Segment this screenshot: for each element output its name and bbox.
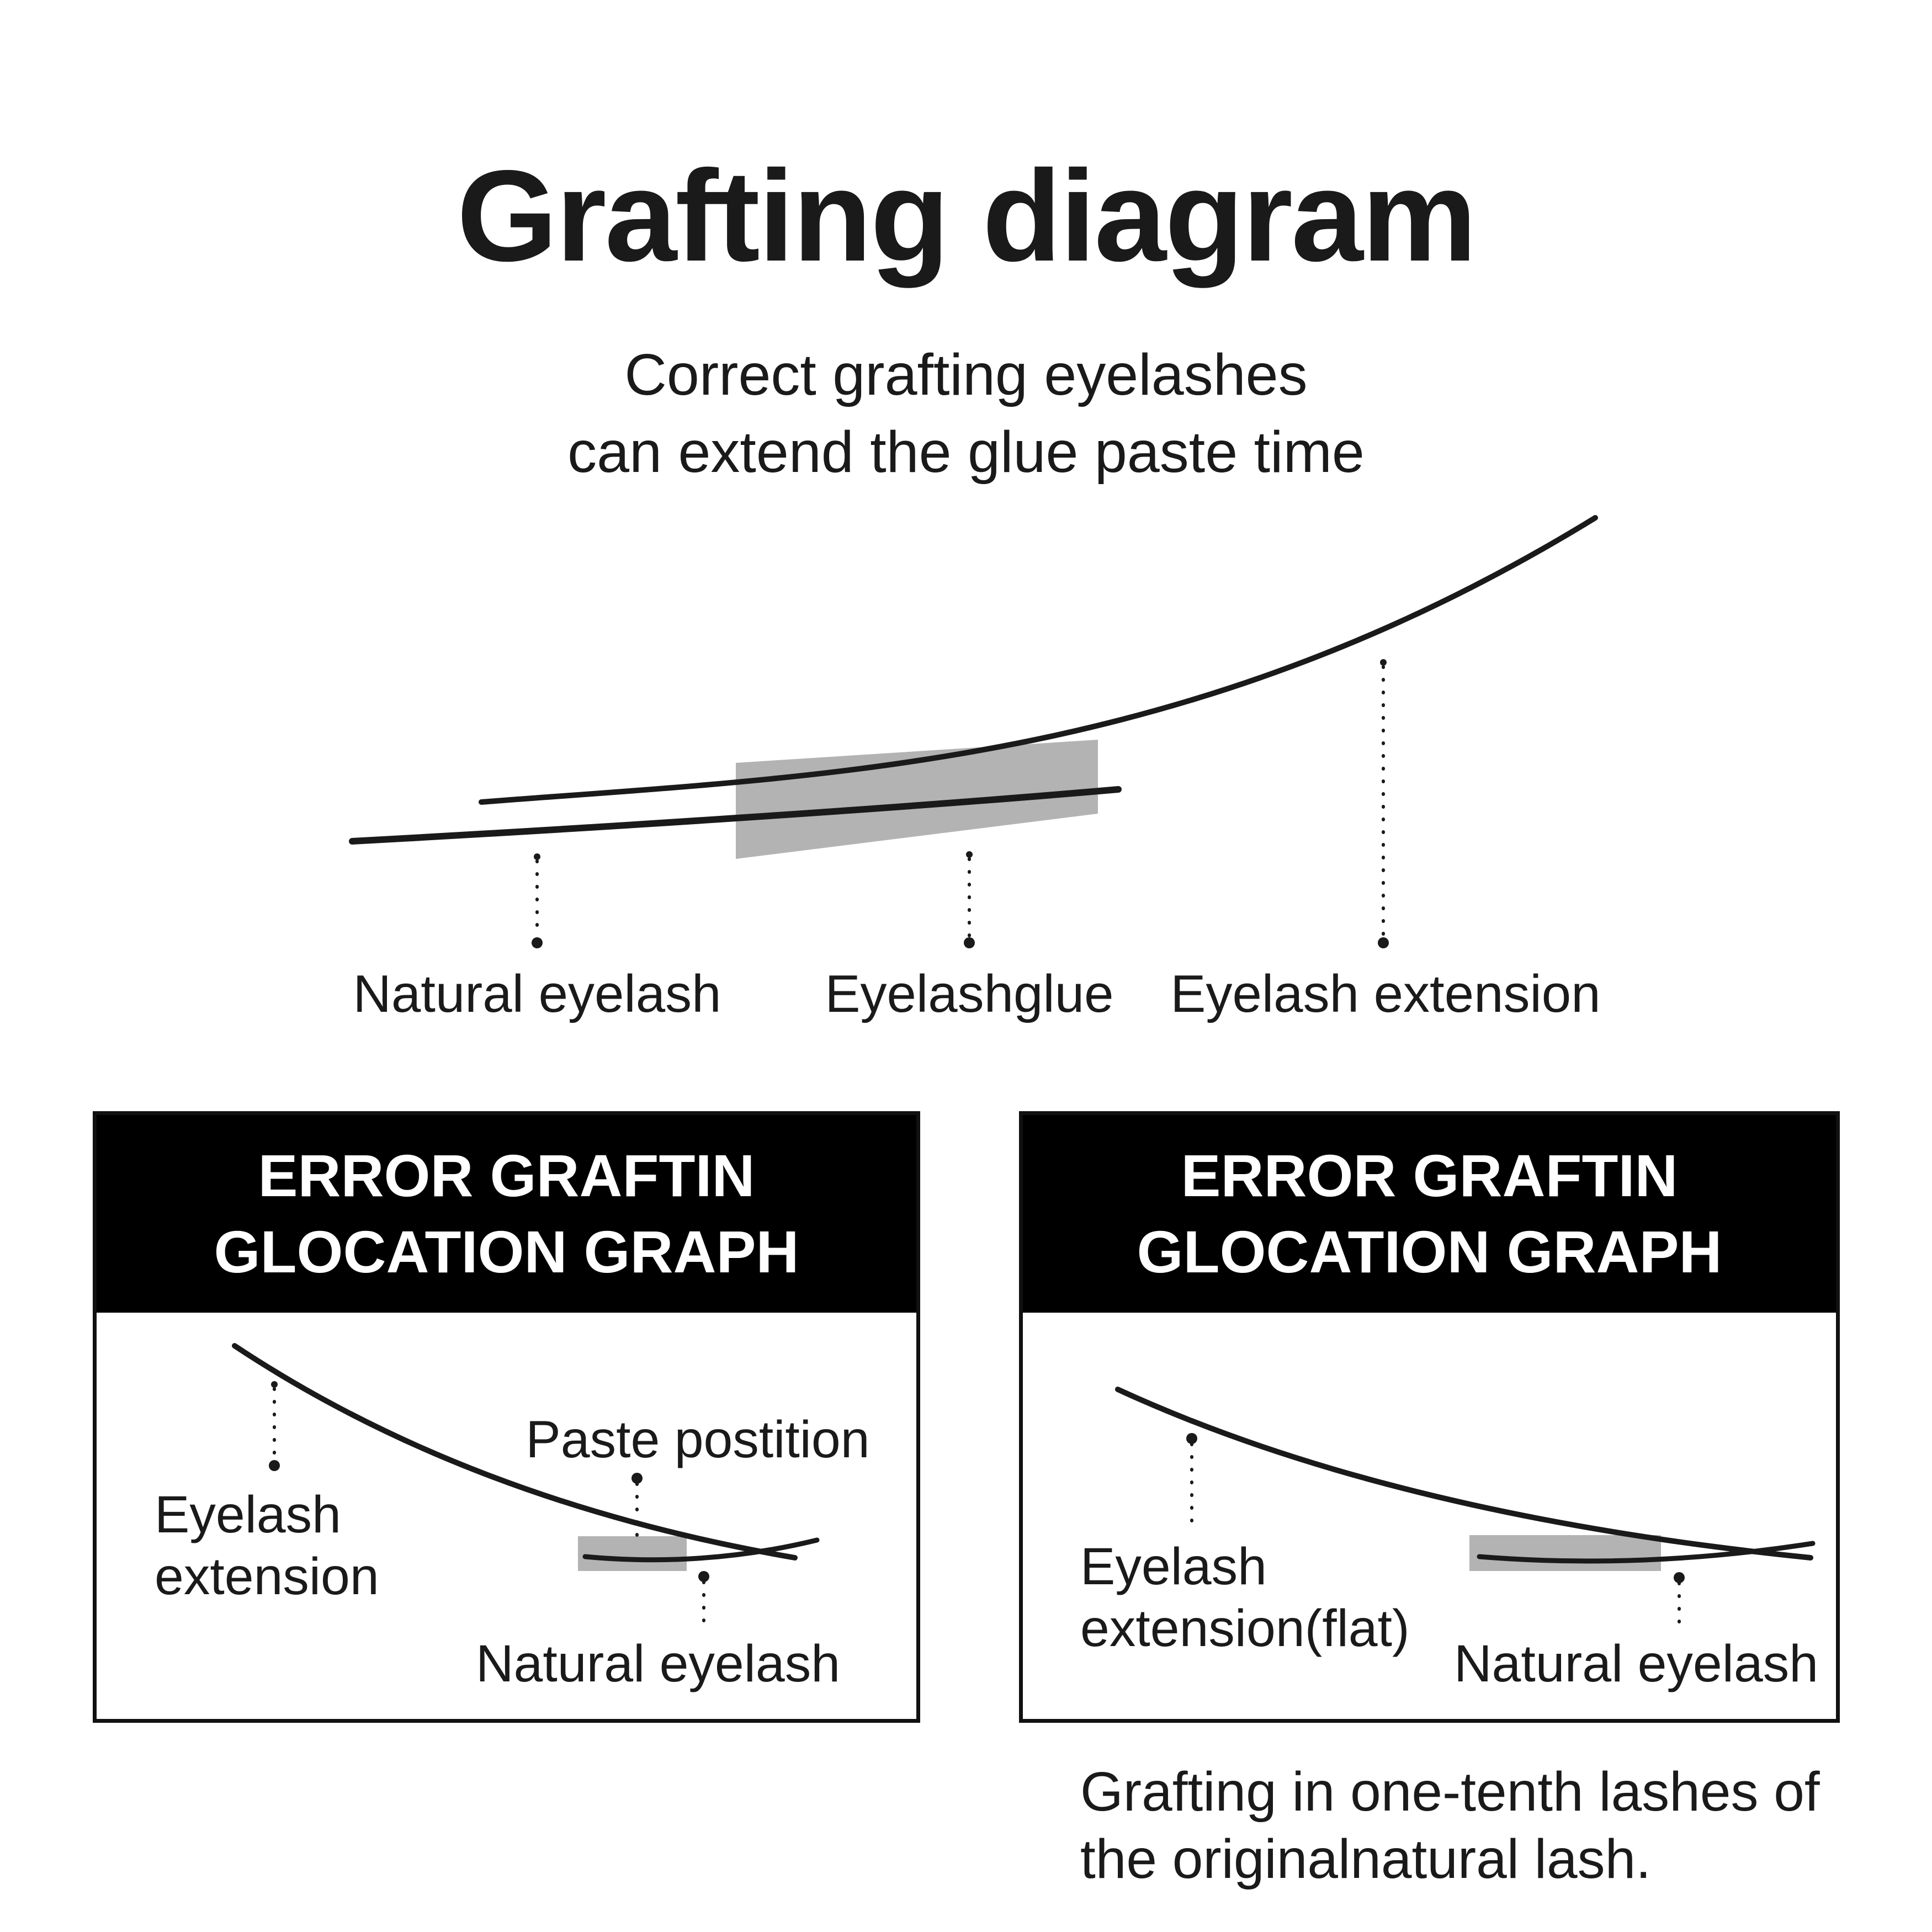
caption-line-2: the originalnatural lash. (1080, 1828, 1651, 1890)
right-panel-caption: Grafting in one-tenth lashes of the orig… (1080, 1758, 1820, 1893)
label-right-extension-line-1: Eyelash (1080, 1537, 1267, 1596)
leader-dot (534, 853, 540, 860)
main-correct-grafting-art (349, 515, 1598, 948)
panel-left-header-line-2: GLOCATION GRAPH (214, 1218, 799, 1285)
leader-dot (1380, 659, 1387, 666)
error-grafting-panel-right: ERROR GRAFTIN GLOCATION GRAPH (1019, 1111, 1840, 1723)
eyelash-extension-curve (479, 515, 1598, 805)
glue-patch-shape (736, 740, 1098, 859)
leader-dot (532, 937, 543, 948)
label-eyelash-extension: Eyelash extension (1170, 964, 1601, 1023)
leader-dot (631, 1473, 643, 1484)
caption-line-1: Grafting in one-tenth lashes of (1080, 1761, 1820, 1823)
left-panel-art (232, 1343, 820, 1627)
label-right-extension-line-2: extension(flat) (1080, 1599, 1410, 1658)
subtitle-line-2: can extend the glue paste time (567, 419, 1365, 485)
leader-dot (1674, 1572, 1685, 1583)
panel-right-header: ERROR GRAFTIN GLOCATION GRAPH (1023, 1115, 1836, 1313)
leader-dot (1186, 1433, 1197, 1444)
leader-dot (964, 937, 975, 948)
panel-right-header-line-2: GLOCATION GRAPH (1137, 1218, 1722, 1285)
leader-dot (698, 1571, 709, 1582)
left-eyelash-extension-curve (232, 1343, 798, 1561)
panel-right-header-line-1: ERROR GRAFTIN (1181, 1142, 1678, 1209)
label-left-extension-line-2: extension (155, 1547, 379, 1606)
leader-dot (1378, 937, 1389, 948)
leader-dot (269, 1460, 280, 1471)
error-grafting-panel-left: ERROR GRAFTIN GLOCATION GRAPH (93, 1111, 920, 1723)
paste-position-patch (578, 1536, 687, 1571)
label-eyelash-glue: Eyelashglue (825, 964, 1114, 1023)
page-title: Grafting diagram (457, 143, 1477, 288)
label-left-natural-eyelash: Natural eyelash (475, 1634, 841, 1693)
label-natural-eyelash: Natural eyelash (353, 964, 721, 1023)
label-right-natural-eyelash: Natural eyelash (1453, 1634, 1819, 1693)
natural-eyelash-curve (349, 786, 1122, 845)
leader-dot (966, 851, 973, 858)
panel-left-header: ERROR GRAFTIN GLOCATION GRAPH (97, 1115, 916, 1313)
panel-left-header-line-1: ERROR GRAFTIN (258, 1142, 755, 1209)
label-paste-position: Paste postition (526, 1410, 870, 1469)
label-left-eyelash-extension: Eyelash extension (155, 1484, 379, 1607)
right-paste-patch (1469, 1535, 1661, 1571)
subtitle-line-1: Correct grafting eyelashes (624, 342, 1308, 407)
label-left-extension-line-1: Eyelash (155, 1485, 341, 1544)
left-natural-eyelash-curve (582, 1537, 820, 1563)
page-subtitle: Correct grafting eyelashes can extend th… (0, 337, 1932, 491)
right-natural-eyelash-curve (1477, 1541, 1816, 1564)
right-eyelash-extension-curve (1115, 1387, 1813, 1561)
leader-dot (271, 1381, 278, 1388)
label-right-eyelash-extension-flat: Eyelash extension(flat) (1080, 1536, 1410, 1659)
right-panel-art (1115, 1387, 1816, 1627)
